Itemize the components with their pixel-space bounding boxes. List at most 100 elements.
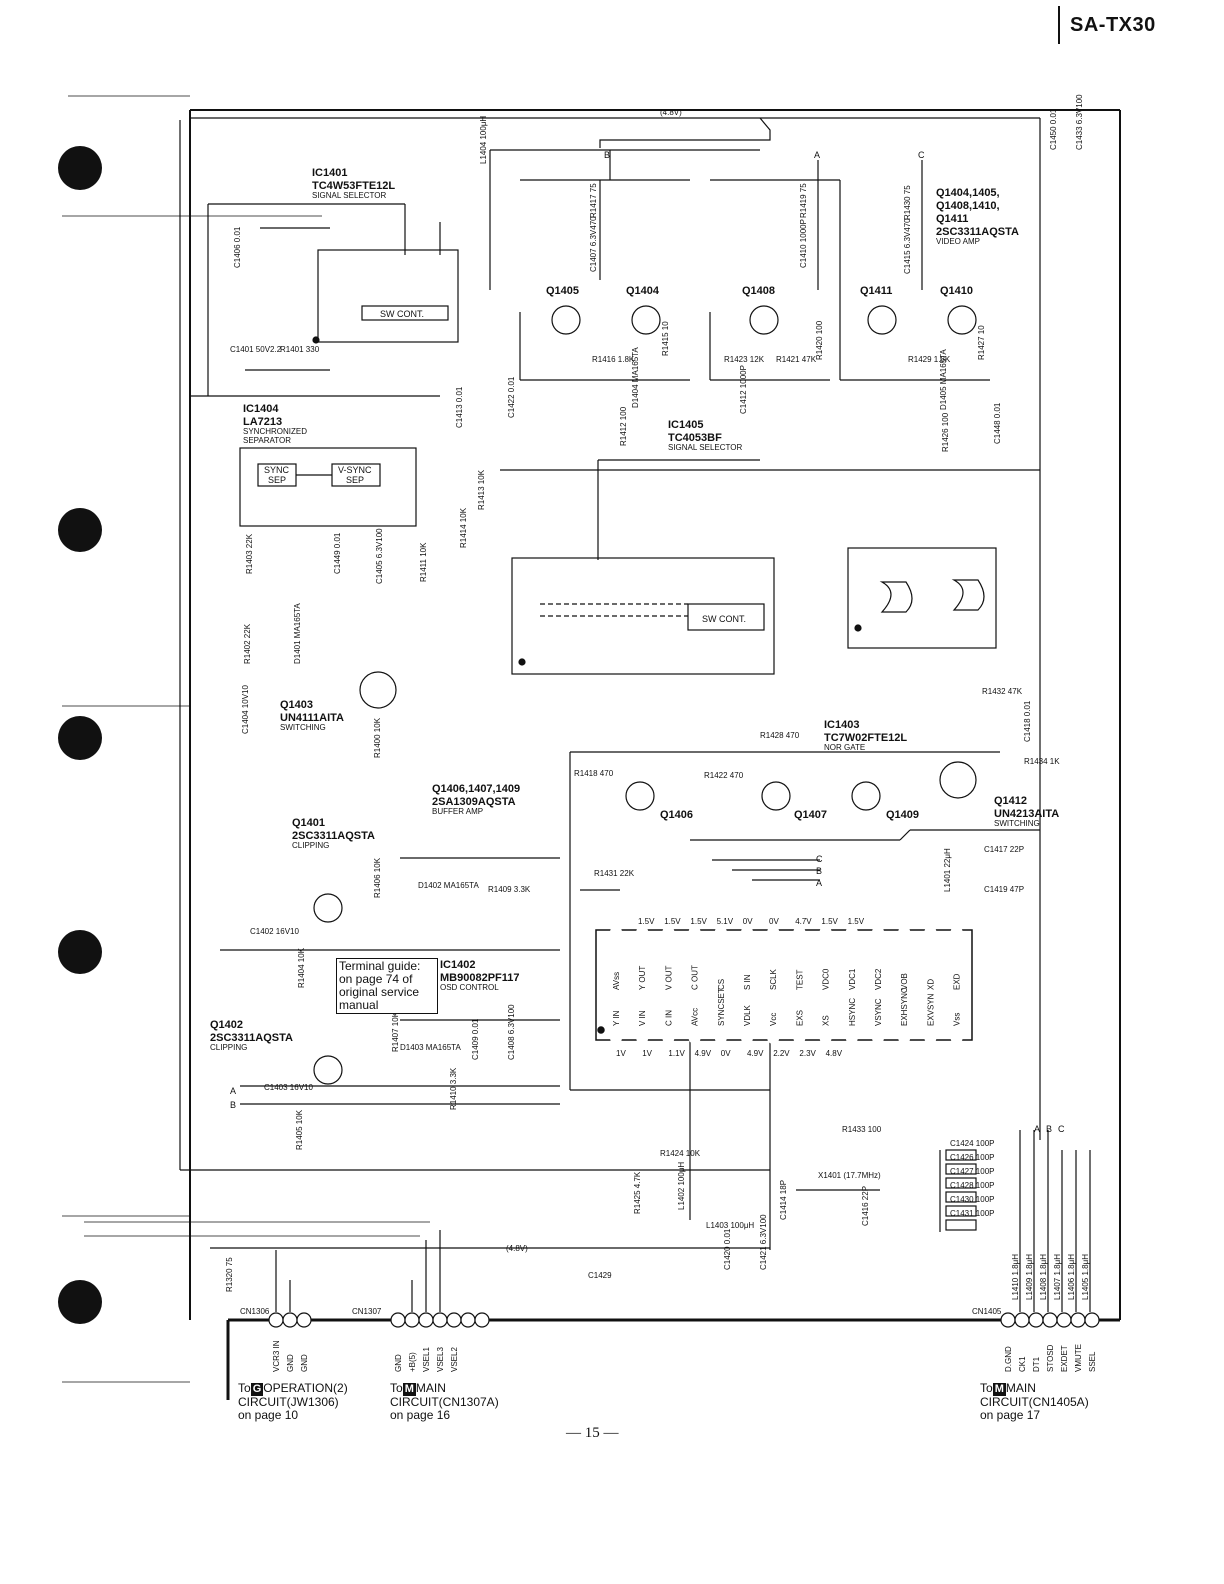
to-name: OPERATION(2)	[263, 1381, 348, 1395]
cn1307-pin-name: +B(5)	[408, 1352, 417, 1372]
ic1403-ref: IC1403	[824, 719, 859, 731]
ic1402-pin-bottom: Vcc	[769, 1013, 778, 1026]
component-ref: R1412 100	[619, 406, 628, 446]
component-ref: R1430 75	[903, 185, 912, 220]
ic1403-body	[847, 547, 997, 649]
ic1402-pin-marker	[636, 1032, 649, 1044]
component-ref: C1416 22P	[861, 1186, 870, 1226]
component-ref: C1427 100P	[950, 1167, 994, 1176]
component-ref: C1430 100P	[950, 1195, 994, 1204]
cn1405-ref: CN1405	[972, 1307, 1002, 1316]
cn1405-pin-name: D.GND	[1004, 1346, 1013, 1372]
component-ref: C1450 0.01	[1049, 108, 1058, 150]
ic1404-func1: SYNCHRONIZED	[243, 427, 307, 436]
ic1402-func: OSD CONTROL	[440, 983, 499, 992]
component-ref: R1403 22K	[245, 533, 254, 574]
transistor-label: Q1408	[742, 285, 775, 297]
cn1306-ref: CN1306	[240, 1307, 270, 1316]
to-prefix: To	[980, 1381, 993, 1395]
cn1405-pin-name: STOSD	[1046, 1344, 1055, 1372]
video-amp-refs3: Q1411	[936, 213, 968, 225]
ic1402-pin-marker	[662, 1032, 675, 1044]
pin-voltage: 1V	[616, 1049, 626, 1058]
transistor-symbols	[313, 305, 977, 1085]
component-ref: R1404 10K	[297, 947, 306, 988]
ic1402-pin-top: S IN	[743, 974, 752, 990]
model-title: SA-TX30	[1070, 14, 1156, 36]
ic1402-pin-marker	[741, 926, 753, 938]
ic1402-pin-top: C OUT	[691, 965, 700, 990]
q1403-ref: Q1403	[280, 699, 313, 711]
component-ref: C1402 16V10	[250, 927, 299, 936]
pin-voltage: 4.9V	[747, 1049, 764, 1058]
terminal-guide-line: on page 74 of	[339, 972, 413, 986]
ic1402-pin-bottom: AVcc	[691, 1008, 700, 1026]
ic1402-pin-marker	[636, 926, 649, 938]
cn1306-pin-name: GND	[286, 1354, 295, 1372]
component-ref: R1320 75	[225, 1257, 234, 1292]
ic1402-pin-marker	[714, 1032, 727, 1044]
component-ref: C1417 22P	[984, 845, 1024, 854]
component-ref: D1405 MA165TA	[939, 349, 948, 410]
q1401-part: 2SC3311AQSTA	[292, 830, 375, 842]
ic1401-sw-cont: SW CONT.	[380, 309, 424, 319]
ic1402-pin-bottom: HSYNC	[848, 998, 857, 1026]
pin-voltage: 1.5V	[664, 917, 681, 926]
ic1401-body	[190, 203, 459, 397]
vsync-sep-1: V-SYNC	[338, 465, 372, 475]
terminal-guide-line: Terminal guide:	[339, 959, 421, 973]
section-badge: G	[250, 1383, 264, 1396]
component-ref: R1411 10K	[419, 542, 428, 582]
to-page: on page 17	[980, 1408, 1041, 1422]
component-ref: L1403 100μH	[706, 1221, 754, 1230]
component-ref: R1421 47K	[776, 355, 817, 364]
video-amp-func: VIDEO AMP	[936, 237, 980, 246]
component-ref: R1414 10K	[459, 507, 468, 548]
supply-rail	[179, 117, 1041, 1249]
component-ref: R1405 10K	[295, 1109, 304, 1150]
component-ref: C1419 47P	[984, 885, 1024, 894]
video-amp-refs1: Q1404,1405,	[936, 187, 1000, 199]
component-ref: R1410 3.3K	[449, 1067, 458, 1110]
component-ref: C1424 100P	[950, 1139, 994, 1148]
ic1401-ref: IC1401	[312, 167, 347, 179]
bus-letter-b: B	[604, 150, 610, 160]
q1402-part: 2SC3311AQSTA	[210, 1032, 293, 1044]
ic1402-pin-top: V OUT	[664, 965, 673, 990]
pin-voltage: 0V	[721, 1049, 731, 1058]
ic1402-part: MB90082PF117	[440, 972, 520, 984]
cn1306-pin-name: VCR3 IN	[272, 1340, 281, 1372]
component-ref: R1433 100	[842, 1125, 882, 1134]
connector-pins	[268, 1130, 1100, 1328]
q1412-part: UN4213AITA	[994, 808, 1059, 820]
ic1402-pin-top: AVss	[612, 972, 621, 990]
bus-letter-a: A	[1034, 1124, 1040, 1134]
cn1405-pin-name: CK1	[1018, 1356, 1027, 1372]
to-circuit: CIRCUIT(CN1405A)	[980, 1395, 1089, 1409]
ic1402-pin-top: SCLK	[769, 968, 778, 990]
ic1402-pin-top: EXD	[953, 973, 962, 990]
ic1402-pin-marker	[924, 1032, 937, 1044]
ic1402-pin-top: VDC2	[874, 968, 883, 990]
ic1402-pin-marker	[950, 1032, 963, 1044]
ic1405-part: TC4053BF	[668, 432, 722, 444]
component-ref: R1415 10	[661, 321, 670, 356]
ic1402-pin-marker	[793, 1032, 806, 1044]
cn1307-pin-name: VSEL3	[436, 1347, 445, 1372]
component-ref: L1404 100μH	[479, 116, 488, 164]
component-ref: R1400 10K	[373, 717, 382, 758]
q1403-func: SWITCHING	[280, 723, 326, 732]
ic1402-pin-top: XD	[926, 979, 935, 990]
component-ref: C1431 100P	[950, 1209, 994, 1218]
q1401-func: CLIPPING	[292, 841, 329, 850]
component-ref: C1413 0.01	[455, 386, 464, 428]
ic1402-pin-bottom: C IN	[664, 1010, 673, 1026]
ic1402-pin-marker	[767, 1032, 780, 1044]
pin-voltage: 0V	[769, 917, 779, 926]
component-ref: R1406 10K	[373, 857, 382, 898]
component-ref: R1428 470	[760, 731, 800, 740]
component-ref: C1448 0.01	[993, 402, 1002, 444]
binder-hole	[58, 716, 102, 760]
bus-letter-b: B	[230, 1100, 236, 1110]
ic1402-pin-top: VOB	[900, 973, 909, 990]
